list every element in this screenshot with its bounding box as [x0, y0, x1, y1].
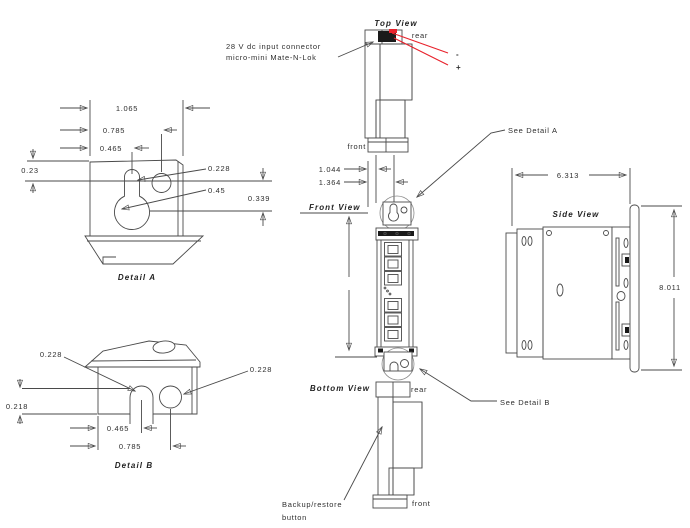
see-detail-a-callout: See Detail A — [417, 126, 558, 197]
detail-b-hole — [159, 385, 182, 409]
detail-a-title: Detail A — [118, 273, 156, 282]
bottom-view-title: Bottom View — [310, 384, 370, 393]
dim-detail-b-notch-leader: 0.228 — [40, 350, 135, 391]
connector-note-line2: micro-mini Mate-N-Lok — [226, 53, 317, 62]
dim-front-1364: 1.364 — [319, 178, 408, 187]
front-view: 1.044 1.364 Front View — [300, 126, 558, 407]
polarity-minus-label: - — [456, 50, 459, 59]
dim-label: 1.065 — [116, 104, 138, 113]
top-view-rear-label: rear — [412, 31, 428, 40]
dim-label: 0.23 — [21, 166, 38, 175]
dim-side-6313: 6.313 — [511, 168, 631, 226]
top-view-front-label: front — [347, 142, 366, 151]
front-view-title: Front View — [309, 203, 361, 212]
backup-note-line1: Backup/restore — [282, 500, 342, 509]
dim-label: 1.044 — [319, 165, 341, 174]
polarity-wires: - + — [391, 32, 461, 72]
dim-detail-a-slot-leader: 0.228 — [138, 164, 230, 180]
dim-detail-b-0785: 0.785 — [70, 409, 186, 451]
detail-a-small-hole — [151, 173, 172, 193]
detail-b-notch-plate — [97, 366, 198, 415]
front-panel-ports — [383, 242, 402, 342]
connector-note-line1: 28 V dc input connector — [226, 42, 321, 51]
backup-button-callout: Backup/restore button — [282, 427, 382, 522]
dim-label: 1.364 — [319, 178, 341, 187]
dim-label: 0.45 — [208, 186, 225, 195]
dim-label: 0.785 — [103, 126, 125, 135]
detail-b-reference-circle — [381, 347, 415, 381]
dim-label: 0.228 — [40, 350, 62, 359]
dim-front-1044: 1.044 — [319, 165, 391, 174]
top-view: Top View rear front 28 V dc input connec… — [226, 19, 461, 153]
bottom-view-rear-label: rear — [411, 385, 427, 394]
dim-label: 0.465 — [100, 144, 122, 153]
dc-input-connector — [378, 31, 396, 42]
front-view-bottom-bracket-detail — [381, 347, 415, 381]
side-view-title: Side View — [553, 210, 600, 219]
front-height-dimension-line — [335, 217, 377, 358]
dim-label: 0.339 — [248, 194, 270, 203]
dim-detail-a-0339: 0.339 — [150, 168, 272, 226]
bottom-view-front-label: front — [412, 499, 431, 508]
top-view-body — [364, 29, 413, 153]
side-view-mounting-flange — [629, 204, 640, 373]
detail-b-bracket-outline — [83, 340, 201, 415]
detail-b-view: 0.228 0.228 0.218 0.465 0.785 — [6, 340, 272, 470]
see-detail-b-label: See Detail B — [500, 398, 550, 407]
side-view-heatsink-fins — [542, 226, 613, 360]
dim-label: 0.465 — [107, 424, 129, 433]
dim-label: 8.011 — [659, 283, 681, 292]
front-view-top-bracket-detail — [379, 195, 415, 231]
side-view: 6.313 Side View — [505, 168, 682, 373]
dim-label: 6.313 — [557, 171, 579, 180]
dim-detail-a-0465: 0.465 — [60, 144, 149, 174]
dim-label: 0.228 — [208, 164, 230, 173]
side-view-body — [505, 204, 640, 373]
dim-detail-a-1065: 1.065 — [60, 100, 210, 156]
dim-detail-b-0218: 0.218 — [6, 379, 130, 424]
front-view-body — [374, 227, 419, 357]
top-view-heatsink-fins — [379, 43, 413, 101]
dim-side-8011: 8.011 — [641, 205, 682, 371]
dim-detail-a-0785: 0.785 — [60, 126, 177, 172]
backup-note-line2: button — [282, 513, 307, 522]
polarity-plus-label: + — [456, 63, 461, 72]
dim-detail-a-keyhole-leader: 0.45 — [122, 186, 225, 209]
bottom-view: Bottom View rear front Backup/restore bu… — [282, 381, 431, 522]
detail-a-bracket-outline — [84, 159, 205, 265]
see-detail-a-label: See Detail A — [508, 126, 558, 135]
dim-detail-a-023: 0.23 — [21, 149, 272, 193]
dim-detail-b-0465: 0.465 — [70, 400, 157, 450]
detail-b-title: Detail B — [115, 461, 154, 470]
dim-label: 0.785 — [119, 442, 141, 451]
dim-detail-b-hole-leader: 0.228 — [184, 365, 272, 394]
see-detail-b-callout: See Detail B — [420, 369, 550, 407]
dim-label: 0.228 — [250, 365, 272, 374]
dim-label: 0.218 — [6, 402, 28, 411]
bottom-view-heatsink-fins — [392, 401, 423, 469]
top-view-title: Top View — [374, 19, 417, 28]
bottom-view-body — [372, 381, 423, 509]
connector-callout: 28 V dc input connector micro-mini Mate-… — [226, 42, 373, 62]
detail-a-keyhole — [114, 169, 150, 230]
detail-a-view: 1.065 0.785 0.465 0.23 0.339 — [21, 100, 272, 282]
